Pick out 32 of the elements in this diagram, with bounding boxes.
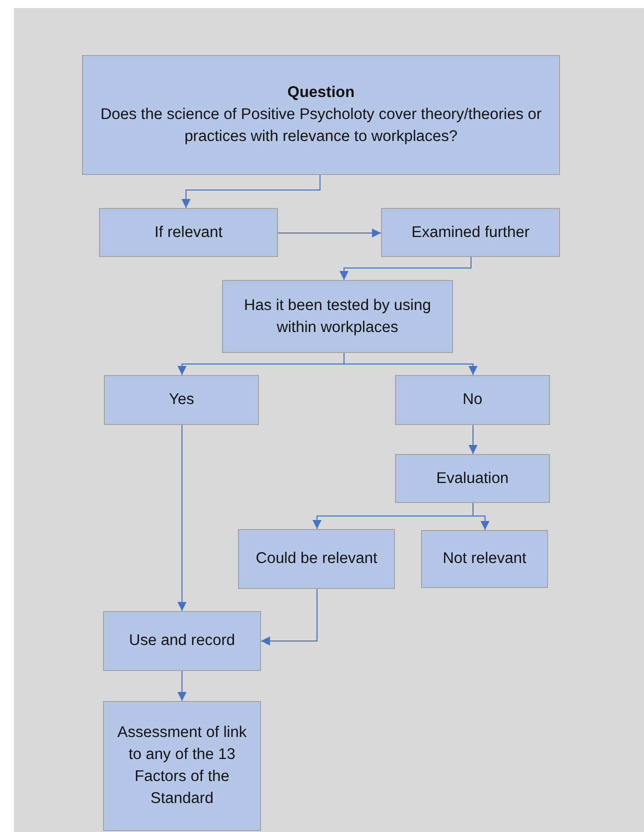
arrow [178,424,186,612]
arrow [278,228,382,238]
process-box [395,454,550,503]
box-heading: Question [287,83,355,103]
arrow [472,502,490,530]
process-box [99,208,278,257]
box-text: Does the science of Positive Psycholoty cover theory/theories or practices with relevance to workplaces? [99,105,543,147]
process-box [238,529,395,589]
box-text: Has it been tested by using within workplaces [243,296,432,338]
process-box [103,701,261,831]
arrow [178,670,186,702]
box-text: Examined further [411,222,530,242]
box-text: Yes [168,390,194,410]
process-box [381,208,560,257]
box-text: Could be relevant [256,549,378,569]
box-text: Not relevant [442,549,526,569]
process-box [103,611,261,671]
box-text: Use and record [129,631,235,651]
box-text: If relevant [154,222,223,242]
box-text: No [462,390,482,410]
process-box [82,55,560,175]
arrow [182,174,320,208]
arrow [344,352,478,376]
arrow [340,256,472,280]
process-box [395,375,550,425]
process-box [104,375,259,425]
box-text: Evaluation [436,468,509,488]
process-box [222,280,453,353]
process-box [421,530,548,588]
arrow [468,424,478,454]
box-text: Assessment of link to any of the 13 Factors of the Standard [116,723,248,809]
arrow [260,588,318,646]
